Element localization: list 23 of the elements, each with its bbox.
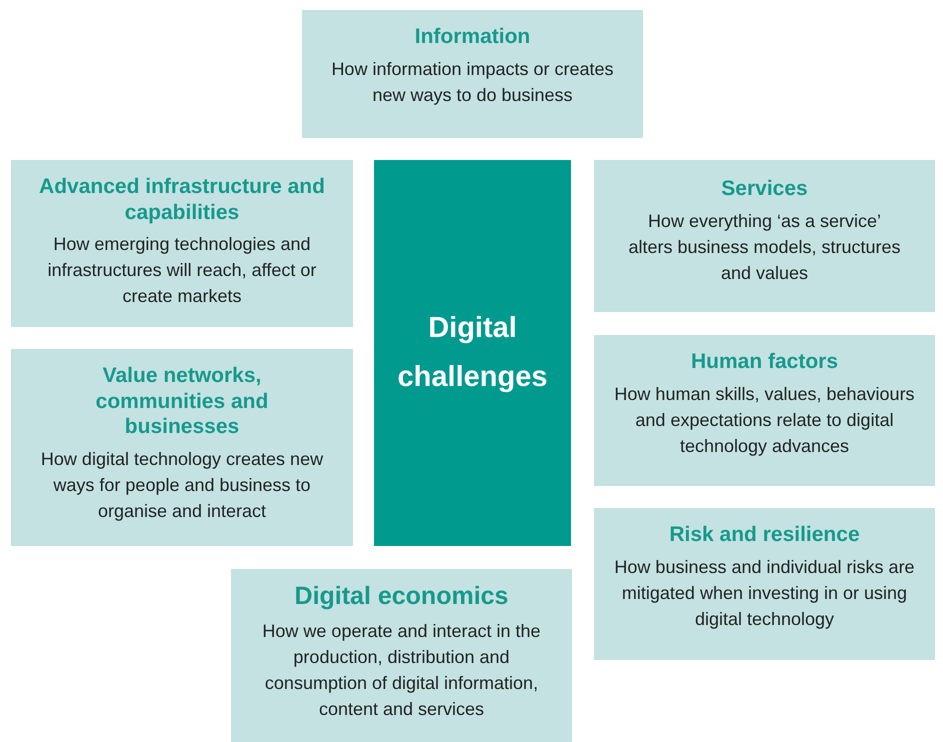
- topic-heading: Human factors: [690, 349, 838, 375]
- topic-box: [594, 508, 935, 660]
- central-box: [374, 160, 571, 546]
- topic-heading: Advanced infrastructure and capabilities: [38, 174, 326, 226]
- topic-box: [594, 160, 935, 312]
- topic-description: How digital technology creates new ways for people and business to organise and interact: [40, 448, 324, 524]
- topic-box: [302, 10, 643, 138]
- topic-heading: Services: [721, 176, 808, 202]
- topic-box: [11, 160, 353, 327]
- topic-description: How business and individual risks are mitigated when investing in or using digital technology: [613, 556, 916, 631]
- topic-description: How we operate and interact in the production, distribution and consumption of digital information, content and services: [261, 620, 542, 721]
- topic-box: [231, 569, 572, 742]
- topic-heading: Digital economics: [294, 581, 508, 612]
- topic-description: How information impacts or creates new ways to do business: [330, 58, 615, 107]
- topic-heading: Risk and resilience: [669, 522, 860, 548]
- topic-description: How everything ‘as a service’ alters business models, structures and values: [627, 210, 902, 285]
- topic-heading: Value networks, communities and businesses: [94, 363, 270, 440]
- central-title: Digital challenges: [396, 310, 548, 395]
- topic-description: How emerging technologies and infrastructures will reach, affect or create markets: [46, 233, 318, 308]
- topic-heading: Information: [414, 24, 530, 50]
- topic-box: [594, 335, 935, 486]
- topic-box: [11, 349, 353, 546]
- topic-description: How human skills, values, behaviours and expectations relate to digital technology advances: [613, 382, 916, 458]
